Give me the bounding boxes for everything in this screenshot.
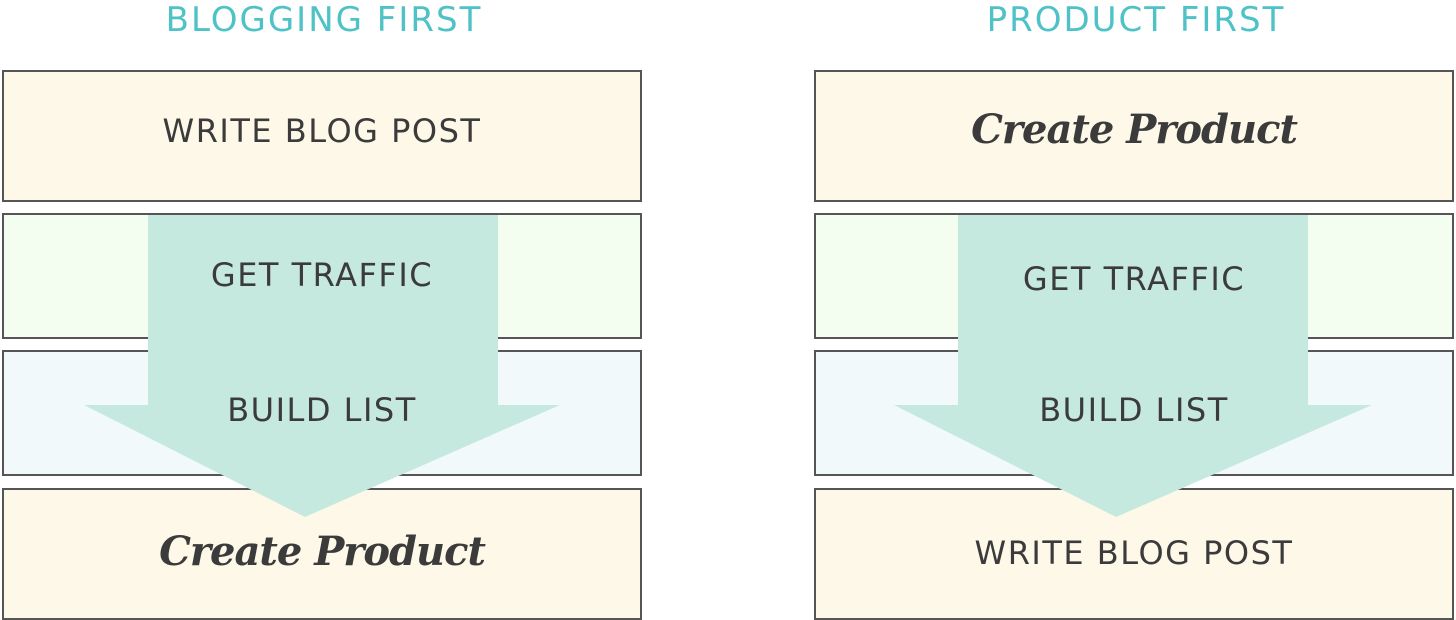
step-label-1: Create Product <box>971 106 1298 153</box>
column-heading: BLOGGING FIRST <box>165 0 483 40</box>
step-box-1 <box>814 70 1454 202</box>
step-label-2: GET TRAFFIC <box>1022 260 1246 298</box>
step-label-3: BUILD LIST <box>227 391 417 429</box>
step-label-3: BUILD LIST <box>1039 391 1229 429</box>
column-heading: PRODUCT FIRST <box>986 0 1286 40</box>
step-label-4: WRITE BLOG POST <box>974 534 1294 572</box>
column-product-first: PRODUCT FIRST Create Product GET TRAFFIC… <box>814 0 1456 620</box>
step-label-1: WRITE BLOG POST <box>162 112 482 150</box>
step-label-2: GET TRAFFIC <box>210 256 434 294</box>
column-blogging-first: BLOGGING FIRST WRITE BLOG POST GET TRAFF… <box>2 0 646 620</box>
step-box-1 <box>2 70 642 202</box>
step-label-4: Create Product <box>159 528 486 575</box>
